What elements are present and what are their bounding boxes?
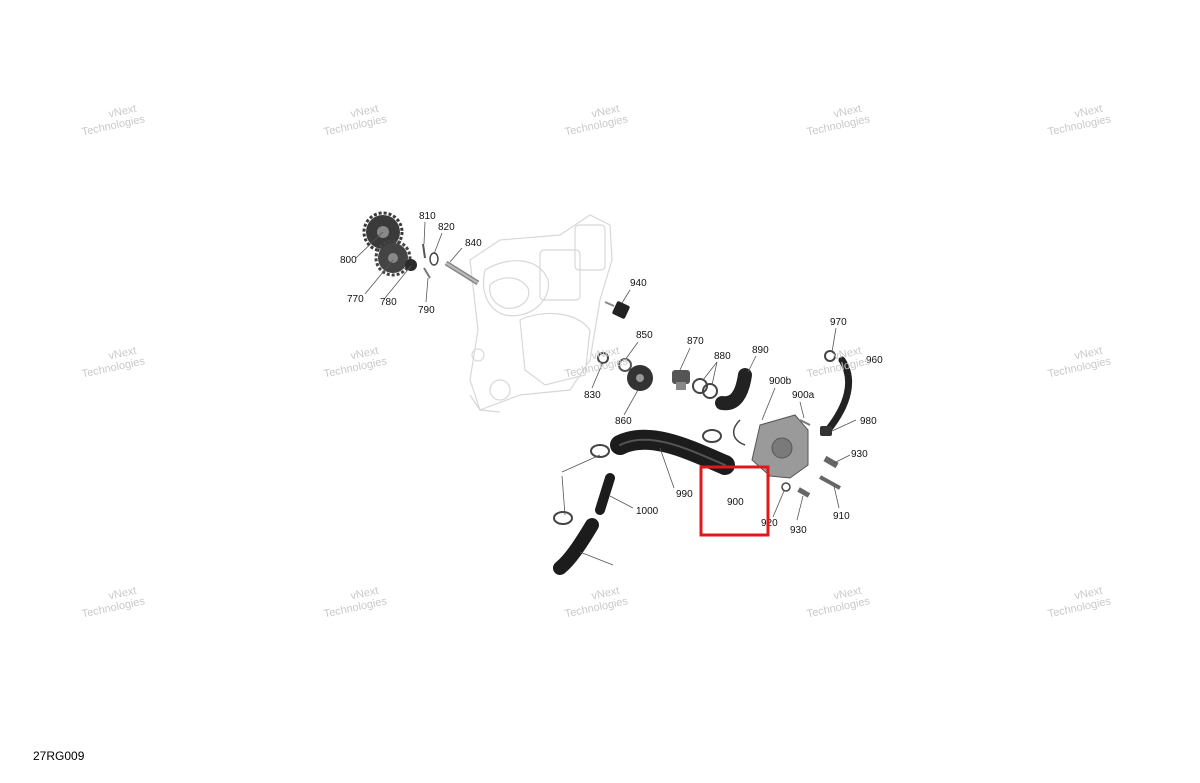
part-1000-clamp: [553, 511, 573, 525]
engine-case-outline: [469, 214, 613, 413]
callout-960-top: 970: [830, 317, 847, 328]
callout-800: 800: [340, 255, 357, 266]
callout-880: 880: [714, 351, 731, 362]
part-850-washer: [618, 358, 632, 372]
part-780-bushing: [405, 259, 417, 271]
callout-790: 790: [418, 305, 435, 316]
callout-860: 860: [615, 416, 632, 427]
callout-890: 890: [752, 345, 769, 356]
callout-910: 910: [833, 511, 850, 522]
part-980-hose: [595, 473, 615, 515]
callout-810: 810: [419, 211, 436, 222]
part-970-hose: [590, 429, 735, 475]
part-940-sensor: [604, 301, 630, 319]
part-950-clamp: [824, 350, 836, 362]
callout-930-top: 930: [851, 449, 868, 460]
callout-900b: 900b: [769, 376, 792, 387]
callout-850: 850: [636, 330, 653, 341]
callout-820: 820: [438, 222, 455, 233]
callout-980: 1000: [636, 506, 659, 517]
part-890-hose: [715, 368, 752, 411]
part-810-pin: [422, 243, 426, 259]
callout-830: 830: [584, 390, 601, 401]
part-910-bolt: [819, 475, 841, 490]
part-920-washer: [781, 482, 791, 492]
part-860-impeller: [627, 365, 653, 391]
part-870-thermostat: [672, 370, 690, 390]
part-790-bolt: [423, 267, 431, 279]
callout-900a: 900a: [792, 390, 815, 401]
part-990-hose: [553, 518, 599, 575]
callout-960-bottom: 980: [860, 416, 877, 427]
part-820-ring: [429, 252, 439, 266]
part-830-seal: [597, 352, 609, 364]
callout-870: 870: [687, 336, 704, 347]
callout-770: 770: [347, 294, 364, 305]
part-900-pump-housing: [733, 414, 809, 479]
part-930-bolts: [797, 455, 839, 498]
callout-900: 900: [727, 497, 744, 508]
callout-840: 840: [465, 238, 482, 249]
callout-970: 990: [676, 489, 693, 500]
callout-780: 780: [380, 297, 397, 308]
highlight-box-900[interactable]: [699, 465, 770, 537]
callout-920: 920: [761, 518, 778, 529]
callout-950: 960: [866, 355, 883, 366]
callout-940: 940: [630, 278, 647, 289]
part-960-hose: [820, 356, 852, 436]
diagram-id-label: 27RG009: [33, 749, 85, 763]
part-880-clamps: [692, 378, 718, 399]
leader-lines: [355, 221, 857, 566]
callout-930-bottom: 930: [790, 525, 807, 536]
part-900a-stud: [799, 419, 811, 426]
part-840-shaft: [444, 260, 480, 286]
